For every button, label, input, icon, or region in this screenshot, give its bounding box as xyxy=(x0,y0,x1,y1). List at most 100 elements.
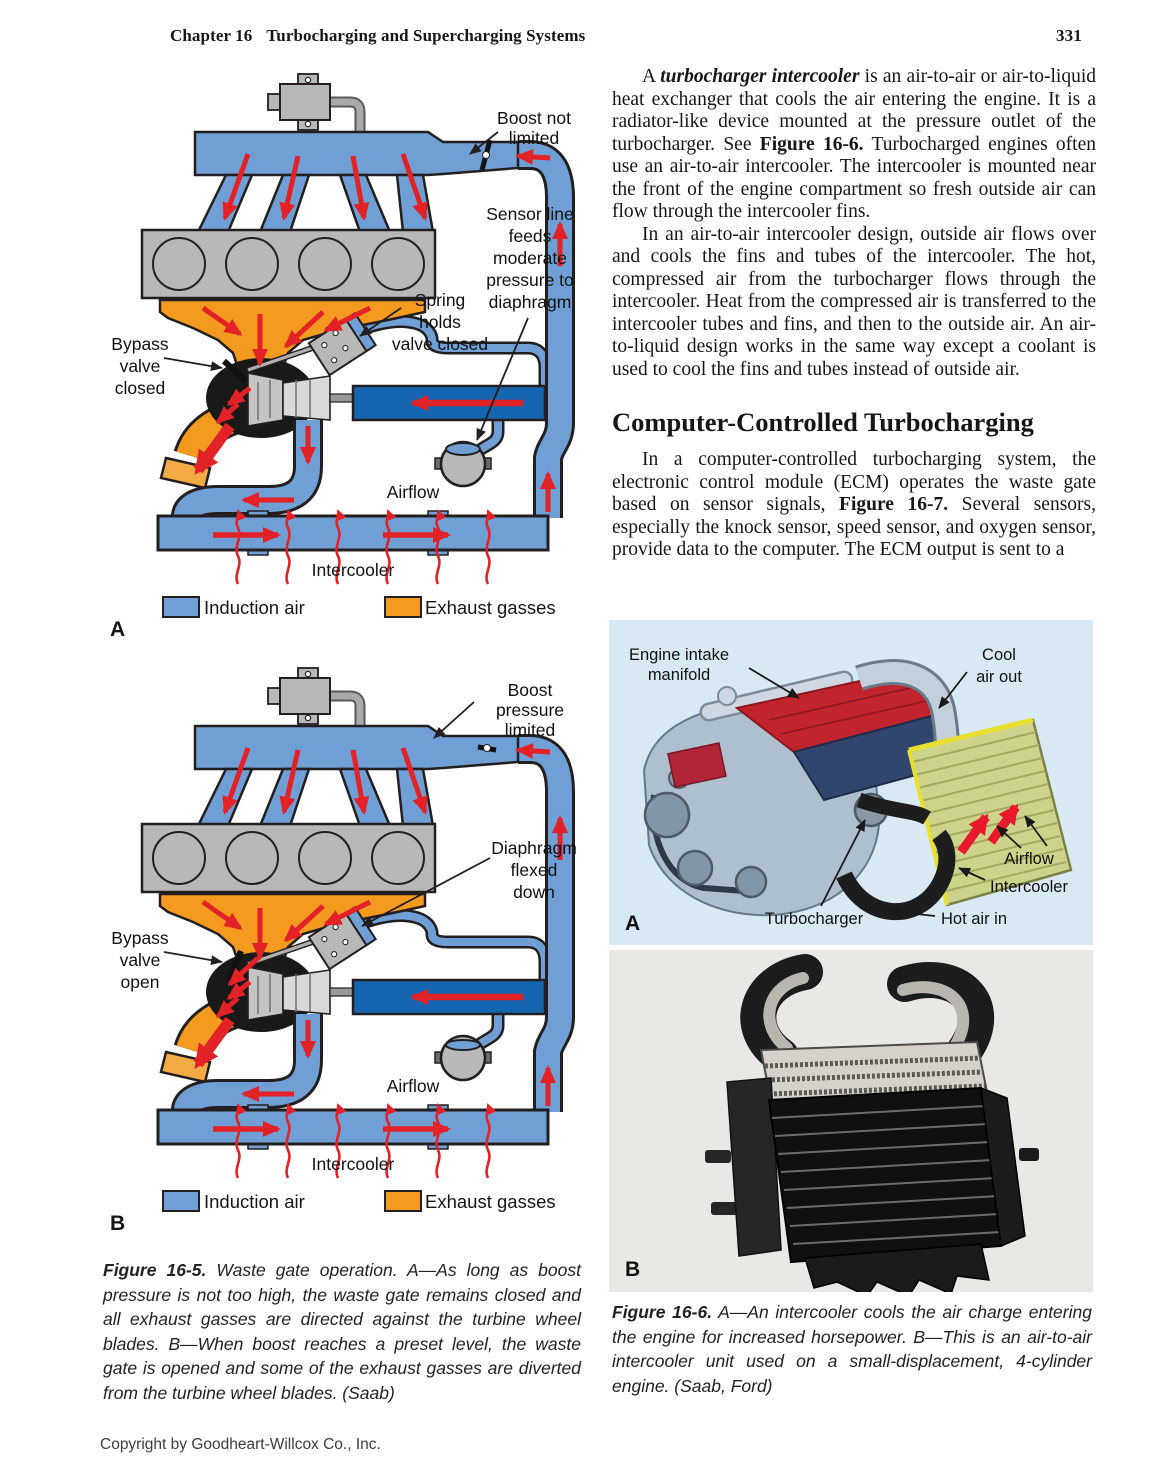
bypass-valve-pivot xyxy=(231,367,239,375)
label-bypass-b3: open xyxy=(121,972,160,992)
flow-arrows xyxy=(201,148,568,543)
label-sensor-a2: feeds xyxy=(509,226,552,246)
para3-lead: In a computer-controlled turbocharging s… xyxy=(612,449,1096,515)
throttle-pivot xyxy=(483,744,491,752)
solenoid-pipe xyxy=(328,98,364,144)
para1-lead: A xyxy=(642,66,661,87)
label-pointers xyxy=(163,701,491,966)
term-turbocharger-intercooler: turbocharger intercooler xyxy=(660,66,860,87)
label-bypass-a3: closed xyxy=(115,378,166,398)
label-diaphragm-b: Diaphragm xyxy=(491,838,577,858)
section-heading: Computer-Controlled Turbocharging xyxy=(612,407,1034,437)
legend-b: Induction air Exhaust gasses xyxy=(98,1190,590,1216)
label-airflow-a: Airflow xyxy=(387,482,440,502)
exhaust-gasses-label: Exhaust gasses xyxy=(425,1191,556,1212)
label-engine-intake2: manifold xyxy=(648,666,710,684)
charge-hose xyxy=(856,792,931,825)
para1-rest: Turbocharged engines often use an air-to… xyxy=(612,133,1096,223)
figure-16-5-diagram-a: Boost not limited Sensor line feeds mode… xyxy=(111,73,575,585)
boost-pipe xyxy=(518,737,572,1112)
wastegate-actuator xyxy=(434,440,492,488)
hot-air-hose xyxy=(836,829,956,921)
solenoid-valve xyxy=(267,73,331,131)
paragraph-computer-controlled: In a computer-controlled turbocharging s… xyxy=(612,449,1096,562)
label-sensor-a5: diaphragm xyxy=(489,292,572,312)
actuator-tube xyxy=(477,418,502,454)
panel-letter-b: B xyxy=(110,1212,126,1235)
figure-16-6-caption: Figure 16-6. A—An intercooler cools the … xyxy=(612,1300,1092,1398)
intercooler-right-tank xyxy=(980,1086,1026,1248)
label-cool-air: Cool xyxy=(982,646,1016,664)
intake-plenum xyxy=(193,130,520,177)
bypass-exit-arrow xyxy=(193,422,235,475)
label-airflow-b: Airflow xyxy=(387,1076,440,1096)
photo-a-panel-letter: A xyxy=(625,912,640,935)
actuator-tube xyxy=(477,1012,502,1048)
flow-arrows xyxy=(201,742,568,1137)
label-boost-a: Boost not xyxy=(497,108,571,128)
label-intercooler-a: Intercooler xyxy=(312,560,395,580)
intercooler-airflow-arrows xyxy=(235,509,497,585)
label-boost-b3: limited xyxy=(505,720,556,740)
label-turbocharger: Turbocharger xyxy=(765,910,864,928)
figure-16-6-reference: Figure 16-6. xyxy=(759,133,864,155)
solenoid-valve xyxy=(267,667,331,725)
figure-16-5-caption-text: Waste gate operation. A—As long as boost… xyxy=(103,1260,581,1403)
figure-16-6-caption-label: Figure 16-6. xyxy=(612,1302,713,1322)
paragraph-air-to-air: In an air-to-air intercooler design, out… xyxy=(612,223,1096,380)
chapter-number: Chapter 16 xyxy=(170,26,253,45)
sensor-tube xyxy=(358,317,549,386)
intercooler-left-bracket xyxy=(705,1077,782,1257)
intercooler-right-tab xyxy=(1019,1148,1039,1161)
intake-runners xyxy=(195,173,435,234)
airflow-arrow-2 xyxy=(987,803,1020,845)
legend-a: Induction air Exhaust gasses xyxy=(98,596,590,622)
induction-air-swatch xyxy=(162,1190,200,1212)
figure-16-5-diagram-b: Boost pressure limited Diaphragm flexed … xyxy=(111,667,577,1179)
sensor-tube xyxy=(358,911,549,980)
label-spring-a3: valve closed xyxy=(392,334,488,354)
induction-air-swatch xyxy=(162,596,200,618)
throttle-pivot xyxy=(482,151,490,159)
label-boost-a2: limited xyxy=(509,128,560,148)
hose-left-highlight xyxy=(763,972,809,1054)
solenoid-pipe xyxy=(328,692,364,738)
label-sensor-a4: pressure to xyxy=(486,270,574,290)
label-sensor-a: Sensor line xyxy=(486,204,574,224)
label-diaphragm-b2: flexed xyxy=(511,860,558,880)
label-hot-air-in: Hot air in xyxy=(941,910,1007,928)
intercooler-main-core xyxy=(767,1086,1003,1264)
label-boost-b: Boost xyxy=(508,680,553,700)
engine-photo xyxy=(642,670,973,917)
chapter-title: Turbocharging and Supercharging Systems xyxy=(266,26,586,45)
label-boost-b2: pressure xyxy=(496,700,564,720)
label-cool-air2: air out xyxy=(976,668,1022,686)
label-spring-a2: holds xyxy=(419,312,461,332)
induction-air-label: Induction air xyxy=(204,1191,305,1212)
figure-16-5-caption-label: Figure 16-5. xyxy=(103,1260,207,1280)
para1-mid: is an air-to-air or air-to-liquid heat e… xyxy=(612,66,1096,155)
label-bypass-b2: valve xyxy=(120,950,161,970)
bypass-exit-arrow xyxy=(193,1016,235,1069)
figure-16-6-caption-text: A—An intercooler cools the air charge en… xyxy=(612,1302,1092,1396)
figure-16-7-reference: Figure 16-7. xyxy=(839,494,949,515)
label-intercooler-photo: Intercooler xyxy=(990,878,1068,896)
hose-right-highlight xyxy=(897,981,970,1052)
label-intercooler-b: Intercooler xyxy=(312,1154,395,1174)
label-pointers xyxy=(163,131,529,441)
wastegate-actuator xyxy=(434,1034,492,1082)
figure-16-6-photo-b: B xyxy=(609,950,1093,1292)
label-engine-intake: Engine intake xyxy=(629,646,729,664)
figure-16-5-caption: Figure 16-5. Waste gate operation. A—As … xyxy=(103,1258,581,1405)
exhaust-gasses-swatch xyxy=(384,1190,422,1212)
intake-runners xyxy=(195,767,435,828)
para3-rest: Several sensors, especially the knock se… xyxy=(612,494,1096,560)
engine-block xyxy=(140,822,437,894)
label-bypass-a2: valve xyxy=(120,356,161,376)
page-number: 331 xyxy=(1056,26,1082,45)
intercooler-bottom-bracket xyxy=(804,1243,990,1292)
article-column: A turbocharger intercooler is an air-to-… xyxy=(612,66,1096,562)
label-diaphragm-b3: down xyxy=(513,882,555,902)
intercooler-airflow-arrows xyxy=(235,1103,497,1179)
